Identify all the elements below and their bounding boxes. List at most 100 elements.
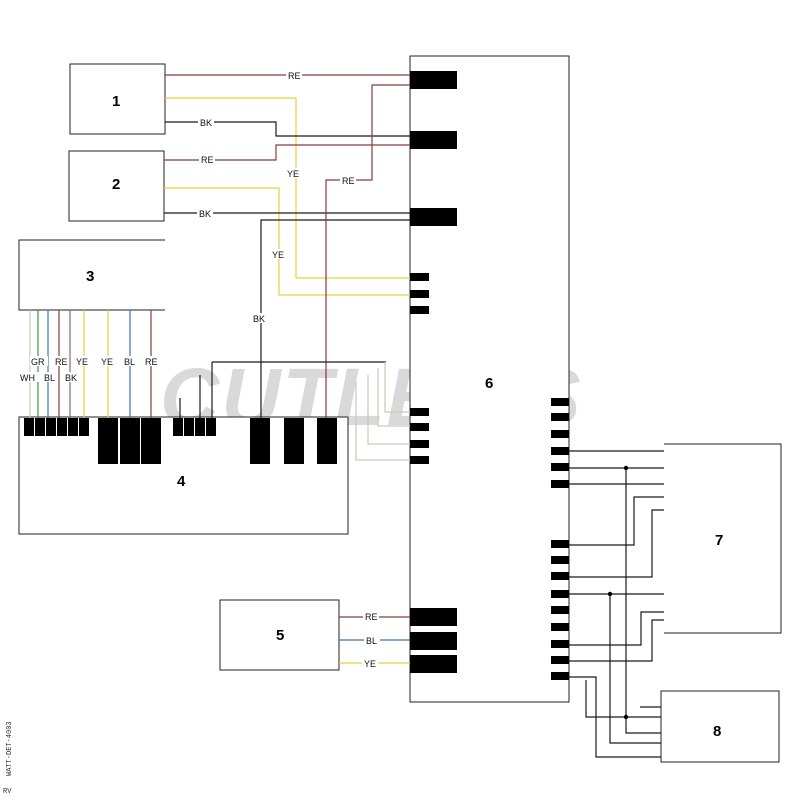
wire-label-c3-ye: YE (76, 357, 88, 367)
component-4-label: 4 (177, 473, 186, 490)
connector-pin (410, 131, 457, 149)
wire-label-c4-ye: YE (101, 357, 113, 367)
wire-ye-2 (164, 187, 410, 296)
connector-pin (410, 456, 429, 464)
wire-wh-3 (367, 375, 410, 445)
connector-pin (551, 540, 569, 548)
wire-re-3 (325, 84, 410, 430)
component-7-label: 7 (715, 532, 723, 549)
connector-pin (551, 447, 569, 455)
wires-c6-c7-c8 (569, 450, 664, 758)
wire-ye-1 (165, 97, 410, 279)
connector-pin (46, 418, 56, 436)
wire-label-re-top: RE (288, 71, 301, 81)
wire-67-8 (569, 619, 664, 662)
wire-label-c5-re: RE (365, 612, 378, 622)
wire-label-bk-low: BK (253, 314, 265, 324)
component-6-label: 6 (485, 375, 493, 392)
wire-label-bk-1: BK (200, 118, 212, 128)
wire-label-c3-bk: BK (65, 373, 77, 383)
wire-label-ye-low: YE (272, 250, 284, 260)
connector-pin (120, 418, 140, 464)
component-1-box (69, 63, 166, 135)
connector-pin (410, 273, 429, 281)
wire-label-re-mid: RE (342, 176, 355, 186)
connector-pin (410, 655, 457, 673)
component-8-box (660, 690, 780, 763)
wire-label-c4-bl: BL (124, 357, 135, 367)
connector-pin (141, 418, 161, 464)
connector-pin (410, 440, 429, 448)
wire-labels: RE BK RE YE RE BK YE BK GR WH BL RE BK Y… (19, 70, 380, 669)
connector-pin (68, 418, 78, 436)
connector-pin (410, 408, 429, 416)
connector-pin (551, 572, 569, 580)
side-mark: RV (3, 788, 12, 796)
connector-pin (551, 623, 569, 631)
connector-pin (551, 463, 569, 471)
component-1-label: 1 (112, 93, 120, 110)
wire-label-c4-re: RE (145, 357, 158, 367)
connector-pin (551, 590, 569, 598)
component-6-box (409, 55, 570, 703)
component-5-box (219, 599, 340, 671)
connector-pin (410, 608, 457, 626)
connector-pin (410, 632, 457, 650)
component-3-box (18, 239, 165, 311)
connector-pin (195, 418, 205, 436)
connector-pin (173, 418, 183, 436)
connector-pin (551, 480, 569, 488)
connector-pin (35, 418, 45, 436)
connector-pin (317, 418, 337, 464)
component-3-label: 3 (86, 268, 94, 285)
side-code: WATT-DET-4003 (6, 721, 14, 776)
connector-pin (79, 418, 89, 436)
component-2-label: 2 (112, 176, 120, 193)
connector-pin (24, 418, 34, 436)
connector-pin (410, 71, 457, 89)
connector-pin (551, 640, 569, 648)
wire-label-c3-bl: BL (44, 373, 55, 383)
wire-label-c3-re: RE (55, 357, 68, 367)
connector-pins-c6-right (551, 398, 569, 680)
connector-pins-c6-left (410, 71, 457, 673)
wire-label-c3-wh: WH (20, 373, 35, 383)
component-2-box (68, 150, 165, 222)
connector-pin (206, 418, 216, 436)
wire-re-2 (164, 144, 410, 161)
connector-pin (98, 418, 118, 464)
connector-pin (410, 208, 457, 226)
connector-pin (551, 606, 569, 614)
connector-pin (57, 418, 67, 436)
connector-pin (250, 418, 270, 464)
wire-label-ye-mid: YE (287, 169, 299, 179)
connector-pin (551, 556, 569, 564)
connector-pin (410, 306, 429, 314)
junction-dot (607, 591, 613, 597)
connector-pin (551, 413, 569, 421)
junction-dot (623, 465, 629, 471)
wire-68-2 (585, 680, 661, 718)
connector-pin (284, 418, 304, 464)
connector-pin (410, 290, 429, 298)
connector-pin (551, 398, 569, 406)
wire-bk-3 (260, 219, 410, 430)
connector-pin (184, 418, 194, 436)
connector-pins-c4 (24, 418, 337, 464)
wire-67-5 (569, 509, 664, 578)
component-8-label: 8 (713, 723, 721, 740)
connector-pin (551, 672, 569, 680)
connector-pin (551, 656, 569, 664)
connector-pin (410, 423, 429, 431)
wire-bk-1 (165, 121, 410, 137)
wire-label-c3-gr: GR (31, 357, 45, 367)
component-7-box (664, 443, 782, 634)
connector-pin (551, 430, 569, 438)
wire-wh-2 (377, 368, 410, 427)
wires-c4-c6 (179, 361, 410, 461)
wire-label-bk-2: BK (199, 209, 211, 219)
junction-dot (623, 714, 629, 720)
wire-label-c5-bl: BL (366, 636, 377, 646)
wire-label-re-2: RE (201, 155, 214, 165)
